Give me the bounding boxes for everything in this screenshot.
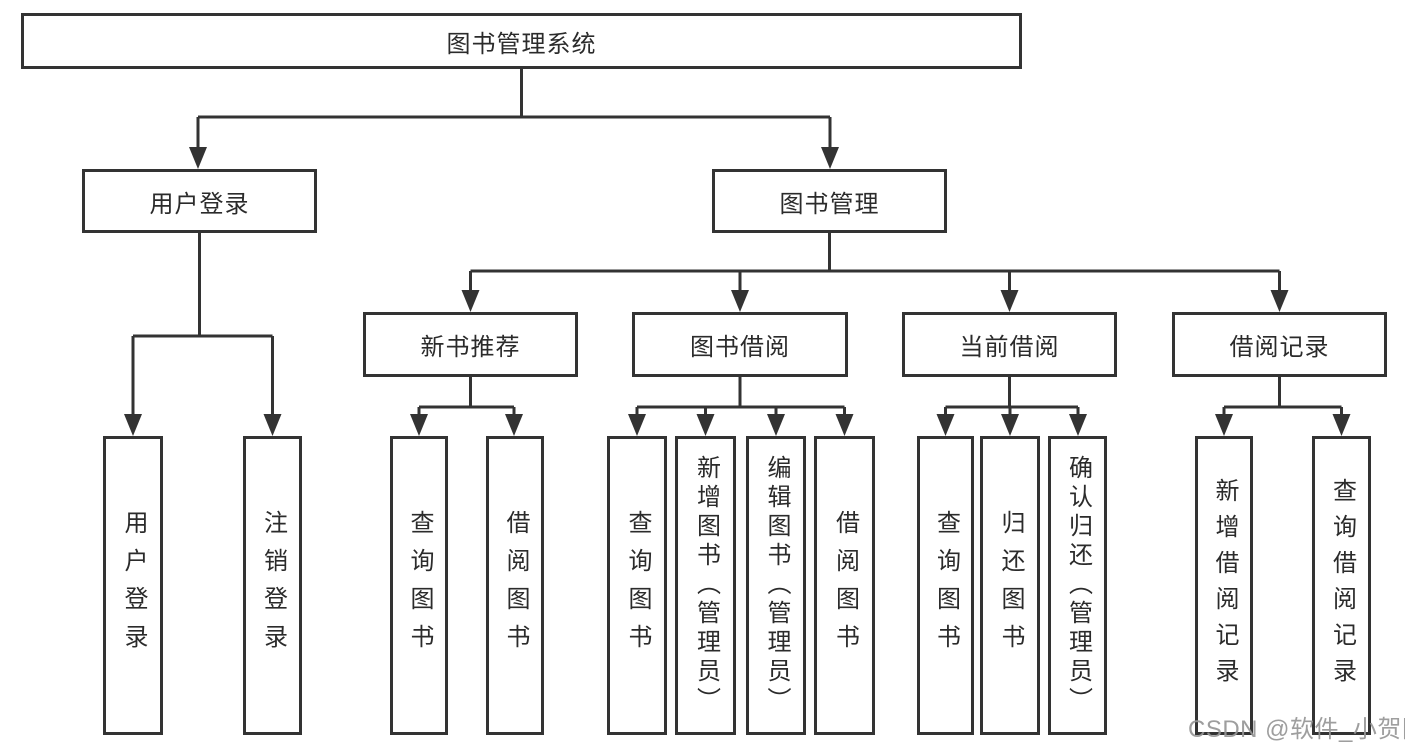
leaf-query-books-borrowing-label: 查询图书 xyxy=(624,509,651,662)
csdn-watermark: CSDN @软件_小贺同学 xyxy=(1188,716,1405,743)
arrowhead-icon xyxy=(628,414,646,436)
node-new-book-recommendation: 新书推荐 xyxy=(363,312,578,377)
leaf-query-books-current: 查询图书 xyxy=(917,436,974,735)
arrowhead-icon xyxy=(505,414,523,436)
arrowhead-icon xyxy=(1069,414,1087,436)
arrowhead-icon xyxy=(1332,414,1351,436)
arrowhead-icon xyxy=(1001,414,1019,436)
node-book-management: 图书管理 xyxy=(712,169,947,233)
connector-new-book-recommendation-to-leaves xyxy=(417,377,516,417)
arrowhead-icon xyxy=(124,414,142,436)
node-new-book-recommendation-label: 新书推荐 xyxy=(420,334,521,361)
leaf-confirm-return-admin: 确认归还（管理员） xyxy=(1048,436,1107,735)
arrowhead-icon xyxy=(1000,290,1019,312)
arrowhead-icon xyxy=(731,290,749,312)
arrowhead-icon xyxy=(410,414,428,436)
leaf-edit-book-admin-label: 编辑图书（管理员） xyxy=(763,455,790,716)
node-library-system: 图书管理系统 xyxy=(21,13,1022,69)
connector-book-management-to-level3 xyxy=(469,233,1281,292)
node-book-borrowing-label: 图书借阅 xyxy=(690,334,790,361)
arrowhead-icon xyxy=(821,147,839,169)
node-borrowing-records: 借阅记录 xyxy=(1172,312,1387,377)
leaf-user-login: 用户登录 xyxy=(103,436,163,735)
node-book-management-label: 图书管理 xyxy=(779,190,880,218)
connector-lines xyxy=(131,69,1343,417)
leaf-add-borrow-record-label: 新增借阅记录 xyxy=(1211,477,1238,694)
node-borrowing-records-label: 借阅记录 xyxy=(1229,334,1330,361)
node-current-borrowing-label: 当前借阅 xyxy=(959,334,1060,361)
connector-book-borrowing-to-leaves xyxy=(635,377,846,417)
leaf-return-books: 归还图书 xyxy=(980,436,1040,735)
arrowhead-icon xyxy=(189,147,207,169)
arrowhead-icon xyxy=(263,414,282,436)
leaf-logout-label: 注销登录 xyxy=(259,509,287,662)
arrowhead-icon xyxy=(1270,290,1289,312)
leaf-logout: 注销登录 xyxy=(243,436,302,735)
leaf-query-books-borrowing: 查询图书 xyxy=(607,436,667,735)
leaf-edit-book-admin: 编辑图书（管理员） xyxy=(746,436,806,735)
arrowhead-icon xyxy=(1215,414,1233,436)
leaf-borrow-books-borrowing-label: 借阅图书 xyxy=(831,509,859,662)
node-user-login-label: 用户登录 xyxy=(149,190,250,218)
leaf-add-book-admin-label: 新增图书（管理员） xyxy=(692,455,720,716)
leaf-confirm-return-admin-label: 确认归还（管理员） xyxy=(1064,455,1092,716)
leaf-query-borrow-record: 查询借阅记录 xyxy=(1312,436,1371,735)
connector-current-borrowing-to-leaves xyxy=(944,377,1080,417)
leaf-borrow-books-recommend: 借阅图书 xyxy=(486,436,544,735)
leaf-borrow-books-borrowing: 借阅图书 xyxy=(814,436,875,735)
node-current-borrowing: 当前借阅 xyxy=(902,312,1117,377)
connector-user-login-to-leaves xyxy=(131,233,274,416)
connector-arrowheads xyxy=(124,147,1351,436)
leaf-query-books-recommend: 查询图书 xyxy=(390,436,448,735)
arrowhead-icon xyxy=(936,414,955,436)
node-library-system-label: 图书管理系统 xyxy=(446,30,597,58)
leaf-return-books-label: 归还图书 xyxy=(997,509,1024,662)
node-user-login: 用户登录 xyxy=(82,169,317,233)
leaf-borrow-books-recommend-label: 借阅图书 xyxy=(502,509,529,662)
connector-borrowing-records-to-leaves xyxy=(1222,377,1343,417)
leaf-query-books-current-label: 查询图书 xyxy=(932,509,960,662)
arrowhead-icon xyxy=(835,414,854,436)
leaf-add-book-admin: 新增图书（管理员） xyxy=(675,436,736,735)
leaf-query-borrow-record-label: 查询借阅记录 xyxy=(1328,477,1356,694)
leaf-add-borrow-record: 新增借阅记录 xyxy=(1195,436,1253,735)
arrowhead-icon xyxy=(696,414,715,436)
connector-root-to-level2 xyxy=(196,69,832,149)
leaf-query-books-recommend-label: 查询图书 xyxy=(406,509,433,662)
node-book-borrowing: 图书借阅 xyxy=(632,312,848,377)
arrowhead-icon xyxy=(461,290,480,312)
leaf-user-login-label: 用户登录 xyxy=(120,509,147,662)
arrowhead-icon xyxy=(767,414,785,436)
